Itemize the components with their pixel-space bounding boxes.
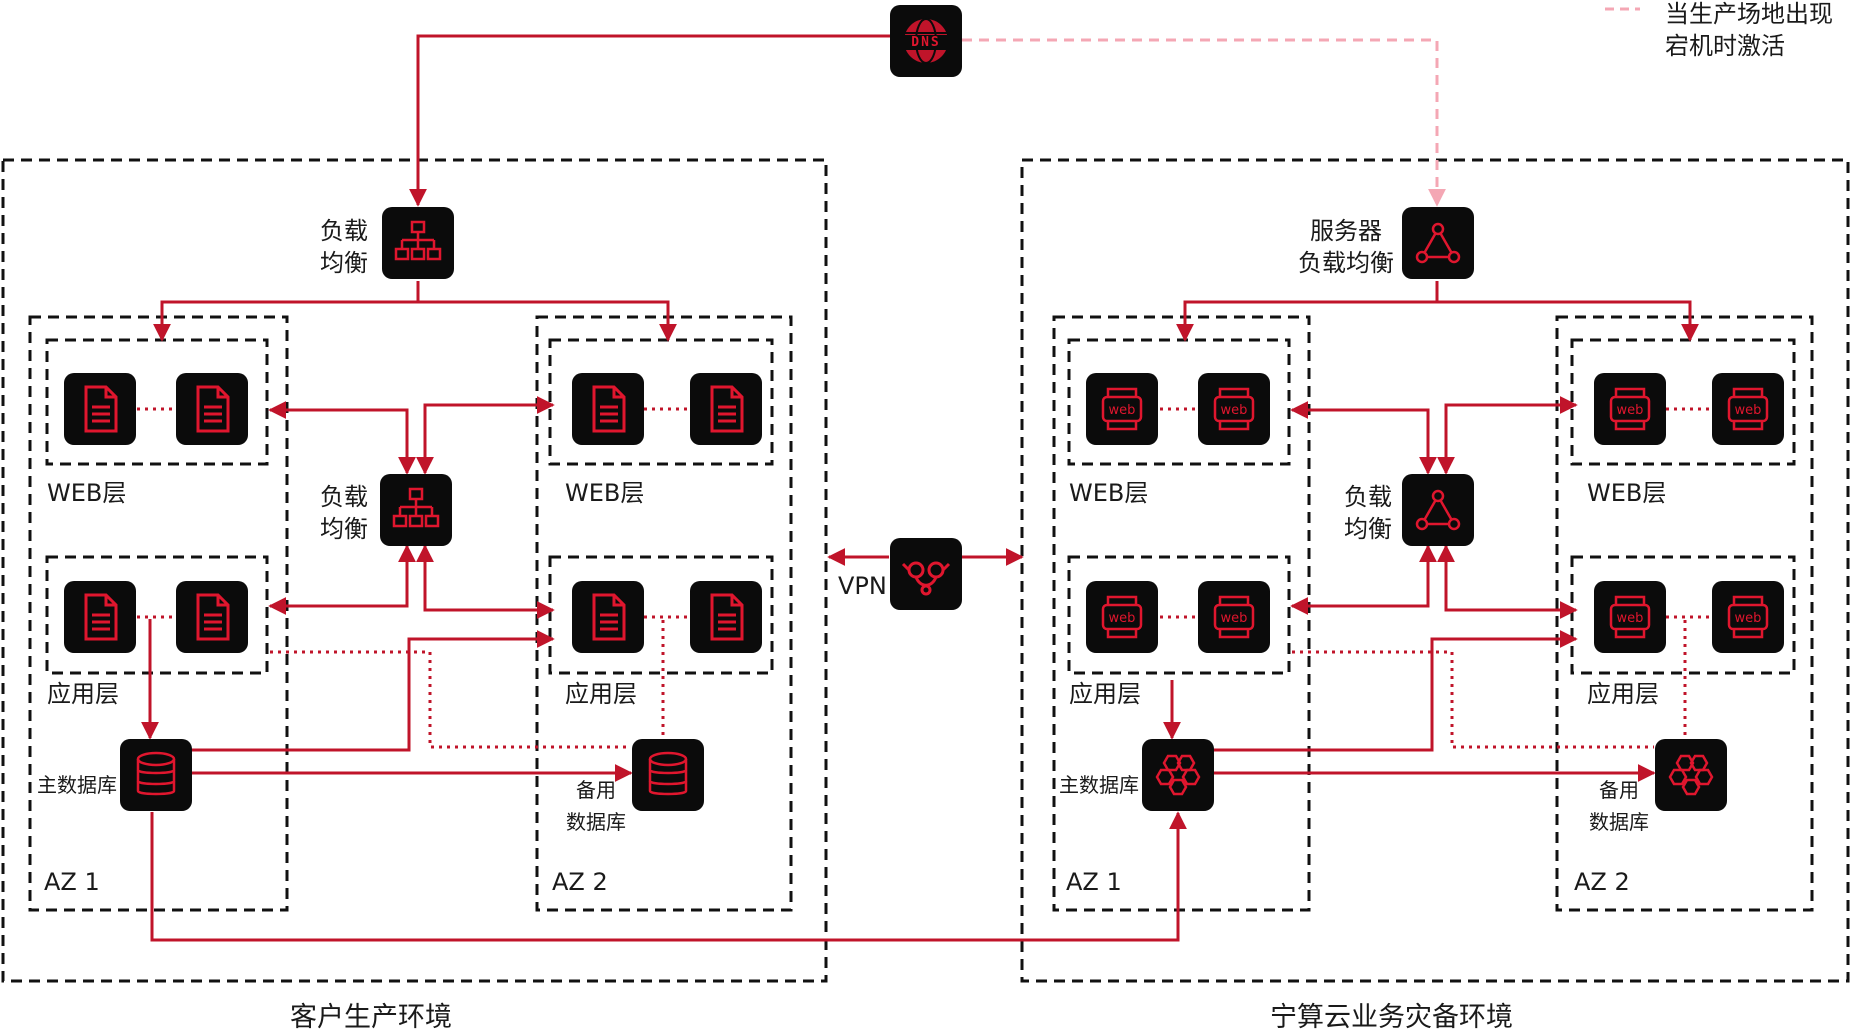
left-mid-lb-label-2: 均衡	[320, 515, 368, 543]
left-app-az1-to-standby-dotted	[270, 650, 631, 749]
right-az2-app-label: 应用层	[1587, 680, 1659, 708]
right-primary-db-label: 主数据库	[1059, 773, 1139, 797]
right-az1-app-server-2-icon	[1198, 581, 1270, 653]
right-primary-database-icon	[1142, 739, 1214, 811]
right-az1-web-server-1-icon	[1086, 373, 1158, 445]
left-standby-db-label-1: 备用	[576, 778, 616, 802]
right-mid-lb-label-1: 负载	[1344, 483, 1392, 511]
right-az1-label: AZ 1	[1066, 868, 1122, 896]
right-az1-box	[1052, 315, 1311, 912]
legend-line-2: 宕机时激活	[1665, 32, 1785, 60]
left-az2-web-server-2-icon	[690, 373, 762, 445]
left-az2-web-label: WEB层	[565, 479, 644, 507]
right-top-lb-label-1: 服务器	[1310, 217, 1382, 245]
left-primary-db-to-app-az2	[191, 630, 555, 752]
left-top-lb-label-1: 负载	[320, 217, 368, 245]
left-az2-web-server-1-icon	[572, 373, 644, 445]
right-az2-app-server-1-icon	[1594, 581, 1666, 653]
left-az1-app-server-2-icon	[176, 581, 248, 653]
left-az1-web-server-1-icon	[64, 373, 136, 445]
left-lb-fanout	[153, 281, 420, 342]
right-az1-app-label: 应用层	[1069, 680, 1141, 708]
right-standby-db-label-1: 备用	[1599, 778, 1639, 802]
right-midlb-app-az1	[1290, 544, 1437, 615]
left-az1-app-label: 应用层	[47, 680, 119, 708]
left-midlb-app-az2	[416, 544, 555, 619]
left-az2-app-label: 应用层	[565, 680, 637, 708]
left-midlb-app-az1	[268, 544, 416, 615]
left-midlb-web-az1	[268, 401, 416, 475]
right-az1-app-server-1-icon	[1086, 581, 1158, 653]
right-primary-db-to-app-az2	[1213, 630, 1578, 752]
right-midlb-web-az2	[1437, 396, 1578, 475]
left-top-lb-label-2: 均衡	[320, 249, 368, 277]
left-az1-web-server-2-icon	[176, 373, 248, 445]
right-az2-box	[1555, 315, 1814, 912]
right-az1-web-label: WEB层	[1069, 479, 1148, 507]
left-mid-load-balancer-icon	[380, 474, 452, 546]
legend-line-1: 当生产场地出现	[1665, 0, 1833, 28]
right-az2-web-label: WEB层	[1587, 479, 1666, 507]
left-az1-label: AZ 1	[44, 868, 100, 896]
left-az1-app-server-1-icon	[64, 581, 136, 653]
dns-to-right-lb-standby-link	[962, 38, 1446, 207]
right-az2-label: AZ 2	[1574, 868, 1630, 896]
left-lb-fanout-az2	[418, 300, 677, 342]
left-standby-db-label-2: 数据库	[566, 810, 626, 834]
left-mid-lb-label-1: 负载	[320, 483, 368, 511]
left-az2-app-server-1-icon	[572, 581, 644, 653]
left-primary-database-icon	[120, 739, 192, 811]
left-top-load-balancer-icon	[382, 207, 454, 279]
legend: 当生产场地出现 宕机时激活	[1605, 0, 1833, 60]
right-top-server-lb-icon	[1402, 207, 1474, 279]
right-az2-app-server-2-icon	[1712, 581, 1784, 653]
vpn-label: VPN	[838, 572, 887, 600]
left-az1-web-label: WEB层	[47, 479, 126, 507]
left-az2-app-server-2-icon	[690, 581, 762, 653]
left-standby-database-icon	[632, 739, 704, 811]
right-lb-fanout	[1176, 281, 1439, 342]
right-standby-db-label-2: 数据库	[1589, 810, 1649, 834]
right-midlb-web-az1	[1290, 401, 1437, 475]
vpn-icon	[890, 538, 962, 610]
right-lb-fanout-az2	[1437, 300, 1699, 342]
right-mid-lb-label-2: 均衡	[1344, 515, 1392, 543]
right-az2-web-server-1-icon	[1594, 373, 1666, 445]
right-mid-load-balancer-icon	[1402, 474, 1474, 546]
left-az1-app-box	[45, 555, 269, 675]
left-midlb-web-az2	[416, 396, 555, 475]
right-az2-web-server-2-icon	[1712, 373, 1784, 445]
dr-environment-box	[1020, 158, 1850, 983]
left-az2-label: AZ 2	[552, 868, 608, 896]
left-primary-db-label: 主数据库	[37, 773, 117, 797]
production-environment-box	[1, 158, 828, 983]
right-az1-app-box	[1067, 555, 1291, 675]
dr-environment-label: 宁算云业务灾备环境	[1270, 1002, 1513, 1032]
right-top-lb-label-2: 负载均衡	[1298, 249, 1394, 277]
right-app-az1-to-standby-dotted	[1292, 650, 1654, 749]
right-standby-database-icon	[1655, 739, 1727, 811]
right-midlb-app-az2	[1437, 544, 1578, 619]
cross-site-db-replication	[150, 811, 1187, 942]
dns-to-left-lb-link	[409, 34, 893, 207]
dns-icon	[890, 5, 962, 77]
right-az1-web-server-2-icon	[1198, 373, 1270, 445]
left-az1-box	[28, 315, 289, 912]
left-az2-box	[535, 315, 793, 912]
production-environment-label: 客户生产环境	[290, 1002, 452, 1032]
